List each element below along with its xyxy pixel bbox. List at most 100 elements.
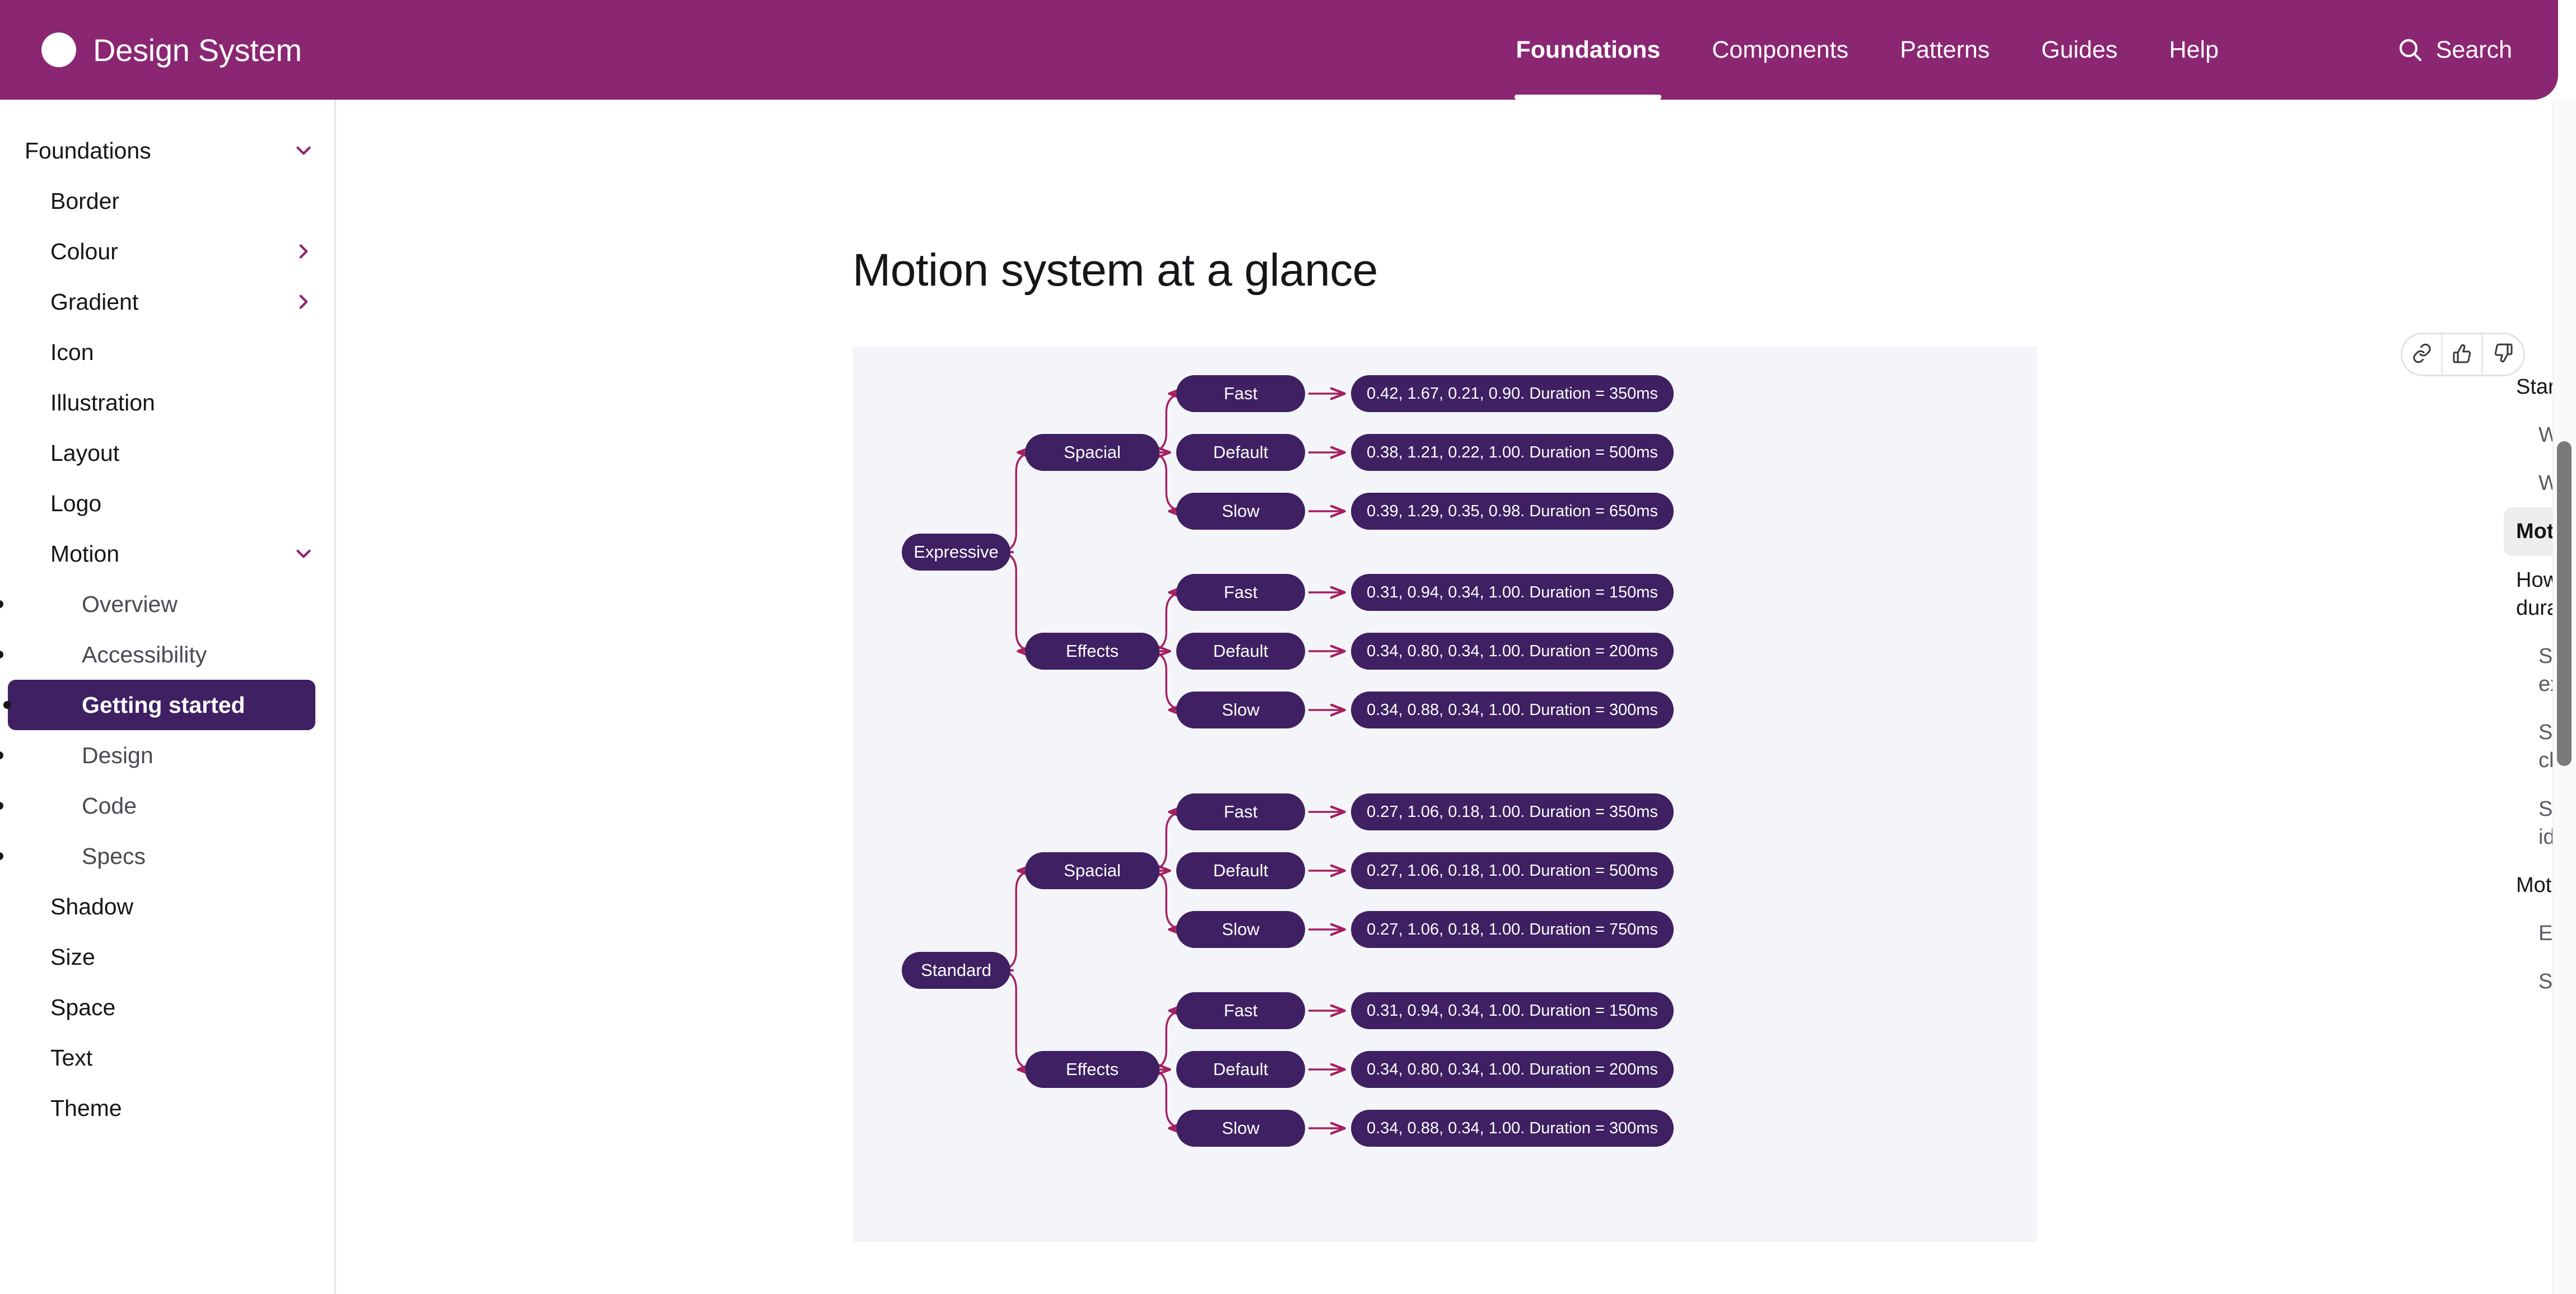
sidebar-item-foundations[interactable]: Foundations (0, 125, 315, 176)
diagram-speed-slow: Slow (1176, 911, 1305, 948)
sidebar-item-label: Icon (50, 339, 94, 365)
nav-item-guides[interactable]: Guides (2041, 36, 2118, 63)
diagram-value-pill: 0.38, 1.21, 0.22, 1.00. Duration = 500ms (1351, 434, 1674, 471)
sidebar-item-label: Colour (50, 238, 118, 264)
list-bullet-icon (0, 751, 3, 759)
sidebar-item-label: Specs (82, 843, 146, 869)
chevron-right-icon[interactable] (292, 240, 315, 263)
chevron-down-icon[interactable] (292, 542, 315, 566)
diagram-speed-default: Default (1176, 434, 1305, 471)
sidebar-item-getting-started[interactable]: Getting started (3, 680, 315, 730)
list-bullet-icon (0, 651, 3, 658)
sidebar-item-shadow[interactable]: Shadow (0, 881, 315, 932)
thumbs-down-icon (2493, 343, 2514, 367)
nav-item-help[interactable]: Help (2169, 36, 2219, 63)
toc-item[interactable]: Step 3: How quickly does my idea move? (2538, 797, 2558, 849)
sidebar-item-overview[interactable]: Overview (0, 579, 315, 629)
sidebar-item-logo[interactable]: Logo (0, 478, 315, 529)
thumbs-down-button[interactable] (2483, 334, 2523, 375)
sidebar-item-label: Illustration (50, 389, 155, 415)
sidebar-item-label: Layout (50, 440, 120, 466)
nav-item-components[interactable]: Components (1712, 36, 1849, 63)
sidebar-item-label: Border (50, 188, 120, 214)
toc-item[interactable]: What is a bezier curve? (2538, 423, 2558, 447)
sidebar-item-text[interactable]: Text (0, 1033, 315, 1083)
diagram-speed-slow: Slow (1176, 692, 1305, 728)
brand-title: Design System (93, 32, 302, 68)
sidebar-item-label: Motion (50, 540, 120, 567)
toc-item[interactable]: Standard (2538, 970, 2558, 994)
sidebar-item-label: Foundations (25, 137, 151, 163)
nav-item-patterns[interactable]: Patterns (1900, 36, 1990, 63)
sidebar-item-colour[interactable]: Colour (0, 226, 315, 277)
page-actions-toolbar (2401, 333, 2525, 376)
toc-item[interactable]: What is duration? (2538, 471, 2558, 496)
sidebar-item-code[interactable]: Code (0, 781, 315, 831)
sidebar-item-theme[interactable]: Theme (0, 1083, 315, 1133)
search-icon (2397, 36, 2424, 63)
copy-link-button[interactable] (2402, 334, 2443, 375)
sidebar-item-label: Overview (82, 591, 178, 617)
sidebar-item-label: Accessibility (82, 641, 207, 667)
sidebar-item-specs[interactable]: Specs (0, 831, 315, 881)
list-bullet-icon (0, 802, 3, 810)
sidebar-item-design[interactable]: Design (0, 730, 315, 781)
sidebar-item-space[interactable]: Space (0, 982, 315, 1033)
sidebar-item-gradient[interactable]: Gradient (0, 277, 315, 327)
diagram-value-pill: 0.31, 0.94, 0.34, 1.00. Duration = 150ms (1351, 574, 1674, 611)
diagram-value-pill: 0.34, 0.80, 0.34, 1.00. Duration = 200ms (1351, 1051, 1674, 1088)
circle-logo-icon (41, 32, 76, 67)
list-bullet-icon (0, 852, 3, 860)
diagram-speed-default: Default (1176, 1051, 1305, 1088)
diagram-branch-spacial: Spacial (1025, 852, 1159, 889)
page-scrollbar-track[interactable] (2552, 100, 2576, 1294)
sidebar-item-size[interactable]: Size (0, 932, 315, 982)
toc-item[interactable]: How do I choose a curve and duration com… (2516, 568, 2558, 620)
diagram-value-pill: 0.34, 0.80, 0.34, 1.00. Duration = 200ms (1351, 633, 1674, 670)
nav-item-foundations[interactable]: Foundations (1490, 0, 1686, 100)
sidebar-item-label: Theme (50, 1095, 122, 1121)
link-icon (2411, 343, 2433, 367)
table-of-contents: Start with the basicsWhat is a bezier cu… (2504, 363, 2558, 1006)
diagram-value-pill: 0.39, 1.29, 0.35, 0.98. Duration = 650ms (1351, 493, 1674, 530)
thumbs-up-icon (2452, 343, 2473, 367)
toc-item[interactable]: Step 1: How do I want to express my idea… (2538, 644, 2558, 697)
sidebar-item-layout[interactable]: Layout (0, 428, 315, 478)
sidebar-item-motion[interactable]: Motion (0, 529, 315, 579)
diagram-root-expressive: Expressive (902, 534, 1010, 571)
diagram-value-pill: 0.42, 1.67, 0.21, 0.90. Duration = 350ms (1351, 375, 1674, 412)
thumbs-up-button[interactable] (2443, 334, 2483, 375)
sidebar-item-label: Getting started (82, 692, 245, 718)
diagram-value-pill: 0.31, 0.94, 0.34, 1.00. Duration = 150ms (1351, 992, 1674, 1029)
toc-item[interactable]: Motion tokens (2516, 873, 2558, 897)
search-button[interactable]: Search (2358, 0, 2523, 100)
diagram-speed-fast: Fast (1176, 375, 1305, 412)
diagram-branch-spacial: Spacial (1025, 434, 1159, 471)
search-label: Search (2435, 36, 2512, 63)
chevron-down-icon[interactable] (292, 139, 315, 162)
page-scrollbar-thumb[interactable] (2557, 441, 2572, 766)
diagram-speed-default: Default (1176, 852, 1305, 889)
sidebar-item-icon[interactable]: Icon (0, 327, 315, 377)
toc-item[interactable]: Start with the basics (2516, 375, 2558, 399)
sidebar-item-label: Text (50, 1044, 93, 1071)
diagram-speed-default: Default (1176, 633, 1305, 670)
diagram-speed-slow: Slow (1176, 493, 1305, 530)
diagram-speed-fast: Fast (1176, 793, 1305, 830)
toc-item[interactable]: Expressive (2538, 922, 2558, 946)
sidebar-item-border[interactable]: Border (0, 176, 315, 226)
chevron-right-icon[interactable] (292, 290, 315, 314)
toc-item[interactable]: Motion system at a glance (2504, 507, 2558, 556)
diagram-speed-fast: Fast (1176, 574, 1305, 611)
list-bullet-icon (3, 701, 11, 709)
sidebar-item-label: Size (50, 943, 95, 970)
sidebar-item-label: Design (82, 742, 153, 768)
sidebar-item-label: Shadow (50, 893, 134, 919)
toc-item[interactable]: Step 2: Is my idea moving or changing it… (2538, 721, 2558, 773)
sidebar-item-accessibility[interactable]: Accessibility (0, 629, 315, 680)
sidebar-item-illustration[interactable]: Illustration (0, 377, 315, 428)
brand[interactable]: Design System (41, 32, 302, 68)
